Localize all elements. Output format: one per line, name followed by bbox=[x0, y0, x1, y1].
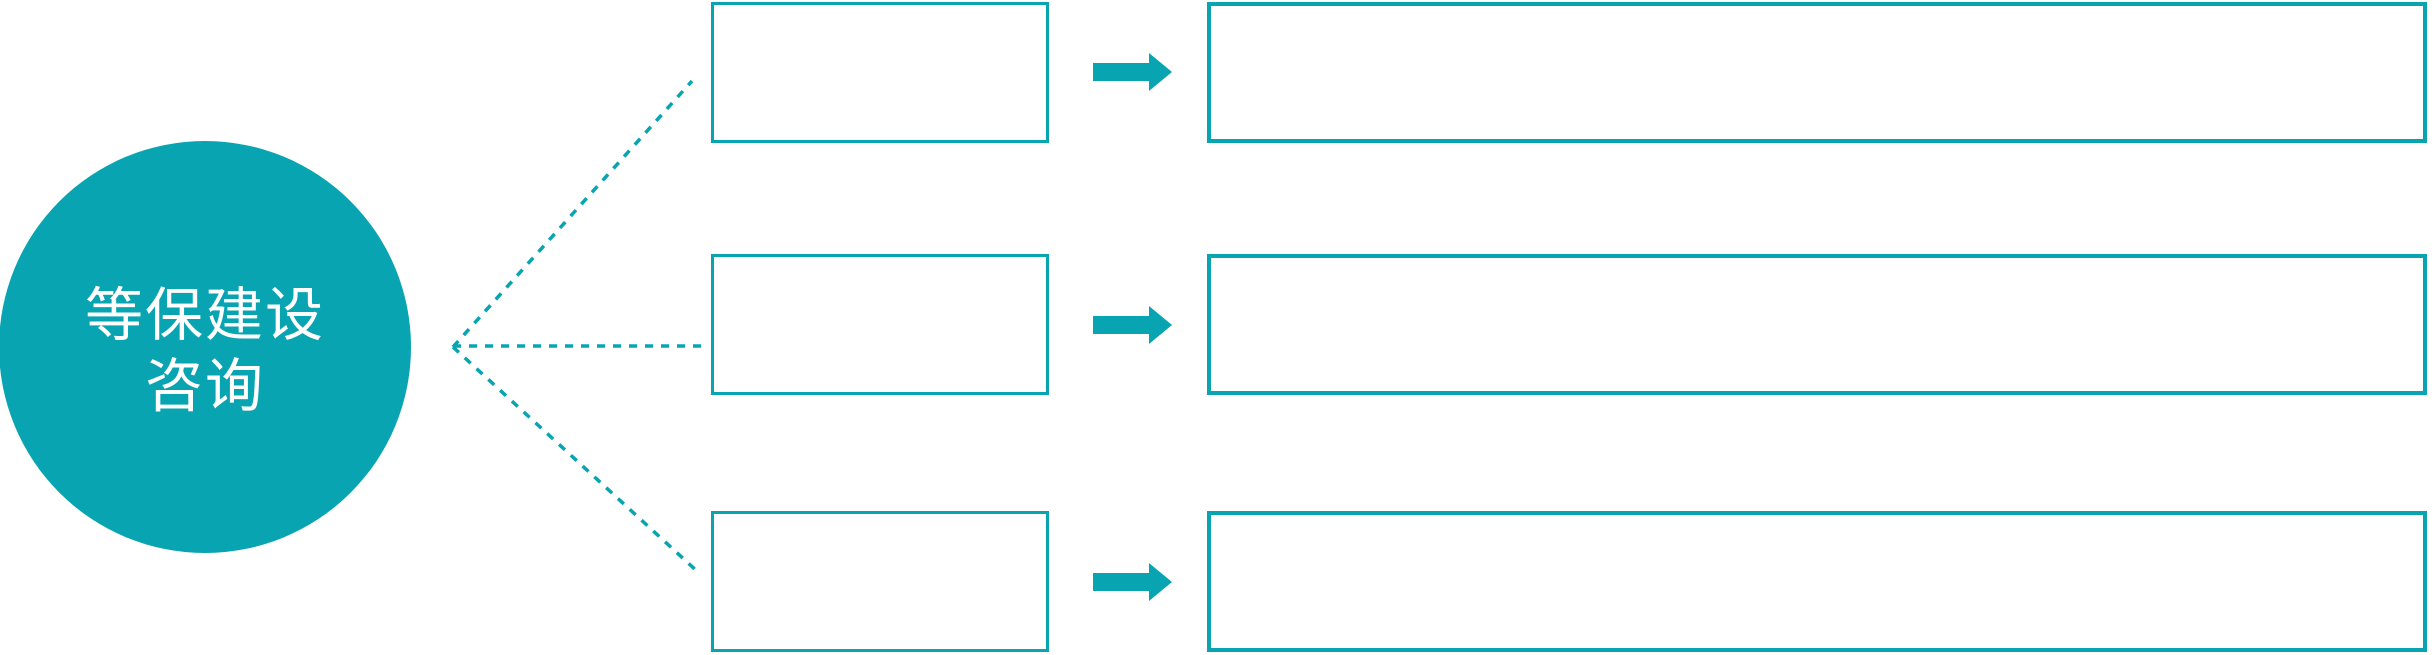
detail-box-1 bbox=[1207, 2, 2427, 143]
topic-circle: 等保建设 咨询 bbox=[0, 141, 411, 553]
topic-circle-label-line2: 咨询 bbox=[144, 354, 265, 419]
right-arrow-icon bbox=[1093, 53, 1172, 91]
connector-dotted-line-top bbox=[451, 79, 694, 349]
topic-circle-label-line1: 等保建设 bbox=[84, 283, 325, 349]
right-arrow-icon bbox=[1093, 306, 1172, 344]
stage-box-2 bbox=[711, 254, 1049, 395]
stage-box-3 bbox=[711, 511, 1049, 652]
right-arrow-icon bbox=[1093, 563, 1172, 601]
stage-box-1 bbox=[711, 2, 1049, 143]
connector-dotted-line-bottom bbox=[451, 345, 701, 575]
detail-box-2 bbox=[1207, 254, 2427, 395]
detail-box-3 bbox=[1207, 511, 2427, 652]
